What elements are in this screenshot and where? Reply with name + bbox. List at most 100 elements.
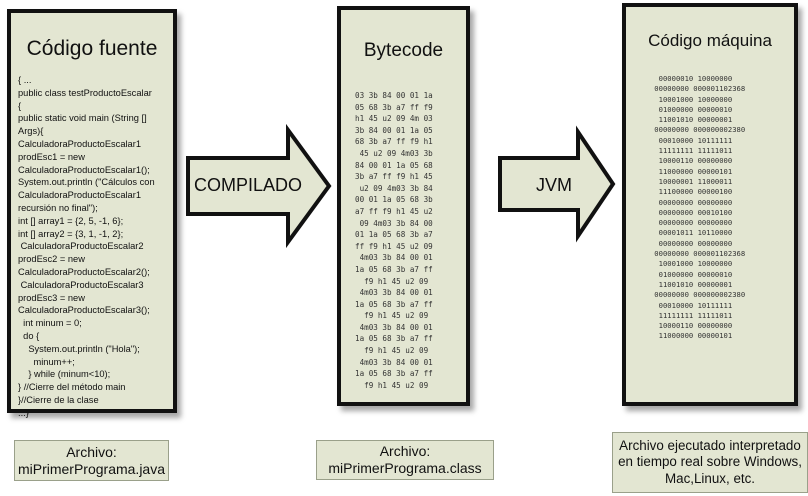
- source-code-panel: Código fuente { ... public class testProd…: [7, 9, 177, 418]
- machine-caption-line-2: en tiempo real sobre Windows,: [618, 454, 802, 470]
- bytecode-line: 00 01 1a 05 68 3b: [355, 195, 433, 205]
- bytecode-line: f9 h1 45 u2 09: [355, 276, 429, 286]
- machine-code-line: 11000000 00000101: [637, 166, 733, 176]
- bytecode-line: 4m03 3b 84 00 01: [355, 322, 433, 332]
- machine-code-line: 11001010 00000001: [637, 115, 733, 125]
- bytecode-line: ff f9 h1 45 u2 09: [355, 241, 433, 251]
- bytecode-listing: 03 3b 84 00 01 1a 05 68 3b a7 ff f9 h1 45 …: [355, 90, 433, 391]
- bytecode-line: 4m03 3b 84 00 01: [355, 357, 433, 367]
- source-code-line: } //Cierre del método main: [18, 382, 126, 393]
- machine-code-line: 10000110 00000000: [637, 156, 733, 166]
- machine-code-line: 00010000 10111111: [637, 135, 733, 145]
- machine-code-line: 10001000 10000000: [637, 259, 733, 269]
- machine-code-line: 01000000 00000010: [637, 269, 733, 279]
- machine-code-line: 11111111 11111011: [637, 146, 733, 156]
- source-code-listing: { ... public class testProductoEscalar { pu…: [18, 74, 171, 420]
- source-code-line: } while (minum<10);: [18, 369, 111, 380]
- machine-code-line: 00000000 00000000: [637, 197, 733, 207]
- compile-arrow-shape: [186, 123, 332, 249]
- bytecode-line: 3b a7 ff f9 h1 45: [355, 172, 433, 182]
- source-code-line: CalculadoraProductoEscalar3: [18, 279, 144, 290]
- source-code-line: public class testProductoEscalar: [18, 87, 152, 98]
- source-code-line: CalculadoraProductoEscalar3();: [18, 305, 150, 316]
- bytecode-line: 45 u2 09 4m03 3b: [355, 148, 433, 158]
- machine-code-line: 11111111 11111011: [637, 310, 733, 320]
- bytecode-line: 1a 05 68 3b a7 ff: [355, 334, 433, 344]
- source-code-line: CalculadoraProductoEscalar1: [18, 138, 141, 149]
- compile-arrow: COMPILADO: [186, 123, 332, 249]
- source-code-line: {: [18, 100, 22, 111]
- machine-code-line: 10001000 10000000: [637, 94, 733, 104]
- machine-code-line: 10000001 11000011: [637, 176, 733, 186]
- machine-code-panel: Código máquina 00000010 10000000 0000000…: [622, 3, 798, 406]
- source-code-line: int [] array2 = {3, 1, -1, 2};: [18, 228, 124, 239]
- source-code-line: CalculadoraProductoEscalar1: [18, 190, 141, 201]
- machine-code-line: 00000000 00000000: [637, 218, 733, 228]
- machine-code-line: 01000000 00000010: [637, 104, 733, 114]
- bytecode-title: Bytecode: [363, 40, 444, 61]
- bytecode-panel: Bytecode 03 3b 84 00 01 1a 05 68 3b a7 ff…: [337, 6, 470, 406]
- bytecode-line: 01 1a 05 68 3b a7: [355, 230, 433, 240]
- source-file-caption: Archivo: miPrimerPrograma.java: [14, 440, 169, 481]
- source-code-line: recursión no final");: [18, 202, 98, 213]
- jvm-arrow-label: JVM: [536, 175, 572, 195]
- bytecode-line: 4m03 3b 84 00 01: [355, 253, 433, 263]
- source-code-line: System.out.println ("Cálculos con: [18, 177, 155, 188]
- machine-code-line: 00000010 10000000: [637, 74, 733, 83]
- source-code-title: Código fuente: [26, 37, 158, 60]
- bytecode-line: 05 68 3b a7 ff f9: [355, 102, 433, 112]
- bytecode-line: u2 09 4m03 3b 84: [355, 183, 433, 193]
- machine-caption-line-3: Mac,Linux, etc.: [664, 470, 756, 486]
- bytecode-line: h1 45 u2 09 4m 03: [355, 114, 433, 124]
- source-code-line: minum++;: [18, 356, 75, 367]
- bytecode-line: 1a 05 68 3b a7 ff: [355, 299, 433, 309]
- source-code-line: System.out.println ("Hola");: [18, 343, 140, 354]
- source-caption-line: Archivo:: [66, 443, 117, 460]
- bytecode-line: 03 3b 84 00 01 1a: [355, 91, 433, 100]
- source-code-line: prodEsc1 = new: [18, 151, 85, 162]
- bytecode-line: 1a 05 68 3b a7 ff: [355, 369, 433, 379]
- source-code-line: CalculadoraProductoEscalar2: [18, 241, 144, 252]
- source-code-line: prodEsc2 = new: [18, 254, 85, 265]
- machine-code-listing: 00000010 10000000 00000000 000001102368 …: [637, 74, 745, 342]
- machine-code-line: 00000000 00010100: [637, 207, 733, 217]
- jvm-arrow-shape: [498, 125, 616, 243]
- machine-code-line: 11100000 00000100: [637, 187, 733, 197]
- machine-code-line: 00001011 10110000: [637, 228, 733, 238]
- bytecode-line: f9 h1 45 u2 09: [355, 380, 429, 390]
- source-code-line: int [] array1 = {2, 5, -1, 6};: [18, 215, 124, 226]
- bytecode-line: 1a 05 68 3b a7 ff: [355, 264, 433, 274]
- bytecode-line: 4m03 3b 84 00 01: [355, 288, 433, 298]
- bytecode-line: 3b 84 00 01 1a 05: [355, 125, 433, 135]
- bytecode-line: f9 h1 45 u2 09: [355, 311, 429, 321]
- bytecode-line: 68 3b a7 ff f9 h1: [355, 137, 433, 147]
- compile-arrow-label: COMPILADO: [194, 175, 303, 195]
- jvm-arrow: JVM: [498, 125, 616, 243]
- machine-code-line: 10000110 00000000: [637, 321, 733, 331]
- bytecode-line: 84 00 01 1a 05 68: [355, 160, 433, 170]
- machine-code-title: Código máquina: [648, 31, 772, 50]
- bytecode-line: 09 4m03 3b 84 00: [355, 218, 433, 228]
- machine-code-line: 00000000 00000000: [637, 238, 733, 248]
- source-code-line: Args){: [18, 126, 44, 137]
- bytecode-file-caption: Archivo: miPrimerPrograma.class: [316, 440, 494, 480]
- source-code-line: ...}: [18, 407, 29, 418]
- source-code-line: }//Cierre de la clase: [18, 394, 99, 405]
- machine-code-line: 00000000 000000002380: [637, 125, 746, 135]
- bytecode-caption-line: Archivo:: [379, 443, 431, 459]
- source-code-line: int minum = 0;: [18, 318, 82, 329]
- source-code-line: prodEsc3 = new: [18, 292, 85, 303]
- source-code-line: do {: [18, 330, 40, 341]
- machine-caption-line-1: Archivo ejecutado interpretado: [619, 437, 801, 453]
- machine-code-line: 11001010 00000001: [637, 279, 733, 289]
- machine-code-line: 11000000 00000101: [637, 331, 733, 341]
- source-code-line: CalculadoraProductoEscalar2();: [18, 266, 150, 277]
- machine-code-line: 00000000 000001102368: [637, 84, 746, 94]
- source-caption-filename: miPrimerPrograma.java: [17, 460, 166, 477]
- bytecode-line: f9 h1 45 u2 09: [355, 346, 429, 356]
- source-code-line: public static void main (String []: [18, 113, 147, 124]
- machine-code-line: 00000000 000000002380: [637, 290, 746, 300]
- source-code-line: { ...: [18, 75, 32, 85]
- bytecode-line: a7 ff f9 h1 45 u2: [355, 206, 433, 216]
- bytecode-caption-filename: miPrimerPrograma.class: [328, 460, 482, 476]
